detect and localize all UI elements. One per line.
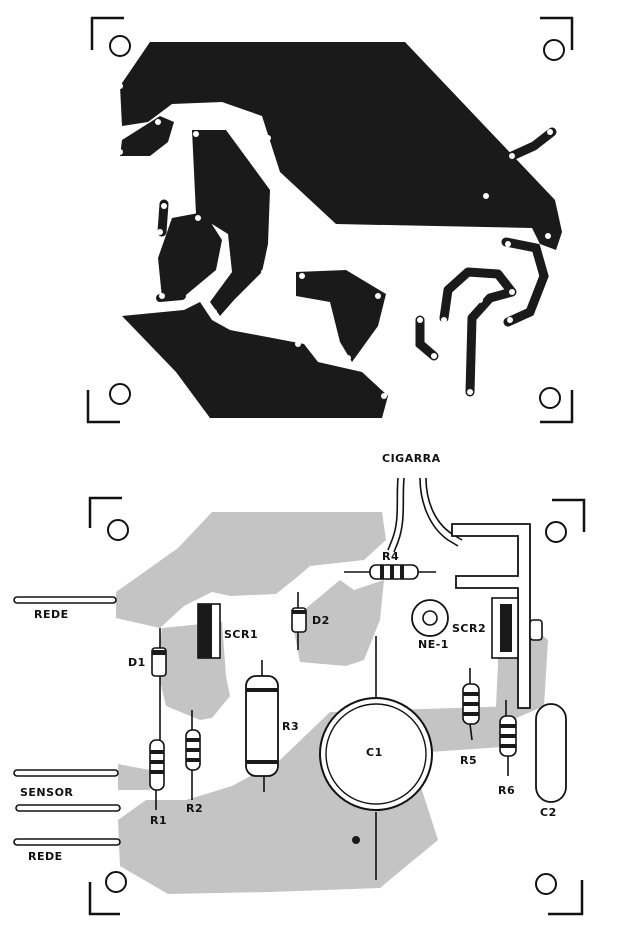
rede-bottom-wire-a xyxy=(15,804,121,812)
corner-mark-bottom-right xyxy=(540,390,574,424)
copper-trace-right xyxy=(501,237,549,327)
label-rede-bottom: REDE xyxy=(28,850,63,863)
resistor-r4 xyxy=(369,564,419,580)
label-r1: R1 xyxy=(150,814,167,827)
mounting-hole xyxy=(109,383,131,405)
copper-pad-left xyxy=(120,116,174,156)
corner-mark-top-left xyxy=(88,496,122,528)
terminal-wires xyxy=(13,596,121,846)
copper-trace-right xyxy=(439,267,517,397)
copper-trace-center xyxy=(192,130,270,316)
scr2-pin xyxy=(529,619,543,641)
resistor-r2 xyxy=(185,729,201,771)
corner-mark-bottom-left xyxy=(88,882,120,916)
c1-capacitor xyxy=(319,697,433,811)
mounting-hole xyxy=(539,387,561,409)
c2-capacitor xyxy=(535,703,567,803)
copper-trace-right xyxy=(507,127,557,161)
drill-holes xyxy=(115,83,553,399)
label-r6: R6 xyxy=(498,784,515,797)
scr2-tab xyxy=(500,604,512,652)
d1-band xyxy=(152,650,166,655)
sensor-wire xyxy=(13,769,119,777)
copper-pad-mid-left xyxy=(158,212,222,300)
scr1-tab xyxy=(198,604,212,658)
copper-trace-right xyxy=(415,315,439,361)
mounting-hole xyxy=(107,519,129,541)
label-rede-top: REDE xyxy=(34,608,69,621)
copper-shadow xyxy=(116,512,548,894)
resistor-r6 xyxy=(499,715,517,757)
label-scr2: SCR2 xyxy=(452,622,486,635)
rede-bottom-wire-b xyxy=(13,838,121,846)
label-c2: C2 xyxy=(540,806,557,819)
corner-mark-top-right xyxy=(552,498,586,532)
leads xyxy=(155,571,509,880)
label-r2: R2 xyxy=(186,802,203,815)
label-scr1: SCR1 xyxy=(224,628,258,641)
resistor-r1 xyxy=(149,739,165,791)
c1-capacitor-ring xyxy=(325,703,427,805)
ne1-lamp-inner xyxy=(422,610,438,626)
rede-top-wire xyxy=(13,596,117,604)
copper-pad-mid-right xyxy=(296,270,386,362)
label-d1: D1 xyxy=(128,656,146,669)
corner-mark-bottom-right xyxy=(548,880,584,916)
resistor-r3 xyxy=(245,675,279,777)
ne1-lamp xyxy=(411,599,449,637)
mounting-hole xyxy=(105,871,127,893)
corner-mark-top-left xyxy=(90,16,124,50)
copper-layout xyxy=(86,16,574,424)
scr2-heatsink xyxy=(451,523,531,709)
d2-band xyxy=(292,610,306,614)
label-sensor: SENSOR xyxy=(20,786,73,799)
copper-pour-bottom xyxy=(122,302,388,418)
component-layout: CIGARRA REDE SENSOR REDE R1 R2 R3 R4 R5 … xyxy=(13,452,586,916)
label-r4: R4 xyxy=(382,550,399,563)
cigarra-wires xyxy=(387,477,463,553)
c1-pad xyxy=(352,836,360,844)
label-ne1: NE-1 xyxy=(418,638,449,651)
mounting-hole xyxy=(109,35,131,57)
label-r3: R3 xyxy=(282,720,299,733)
resistor-r5 xyxy=(462,683,480,725)
mounting-hole xyxy=(543,39,565,61)
label-c1: C1 xyxy=(366,746,383,759)
mounting-hole xyxy=(535,873,557,895)
corner-mark-top-right xyxy=(540,16,574,50)
label-d2: D2 xyxy=(312,614,330,627)
label-r5: R5 xyxy=(460,754,477,767)
corner-mark-bottom-left xyxy=(86,390,120,424)
mounting-hole xyxy=(545,521,567,543)
copper-pour-main xyxy=(120,42,562,250)
label-cigarra: CIGARRA xyxy=(382,452,441,465)
